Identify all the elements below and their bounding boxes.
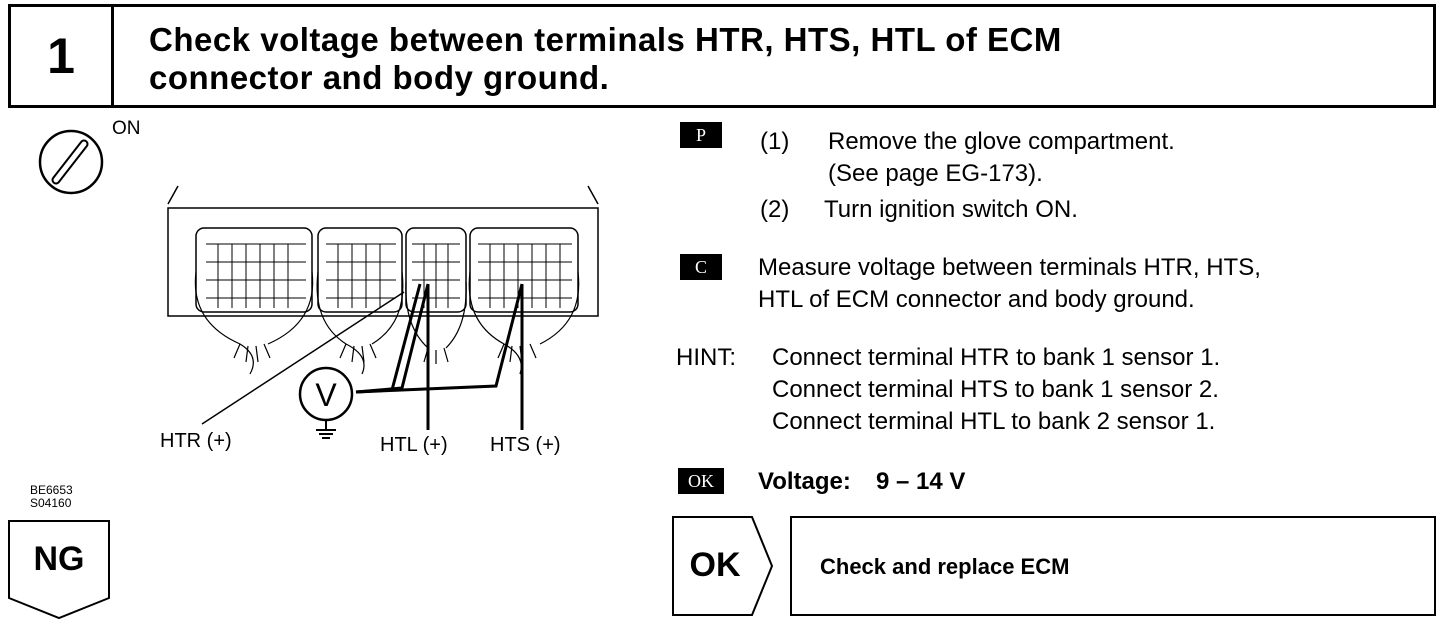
- hint-line-3: Connect terminal HTL to bank 2 sensor 1.: [772, 408, 1216, 435]
- ng-pentagon-shape: [8, 520, 110, 620]
- hint-line-2: Connect terminal HTS to bank 1 sensor 2.: [772, 376, 1219, 403]
- prep-badge: P: [680, 122, 722, 148]
- spec-label: Voltage:: [758, 468, 851, 495]
- step-number: 1: [11, 7, 114, 105]
- connector-block-1: [195, 227, 313, 313]
- terminal-htr-label: HTR (+): [160, 430, 232, 452]
- step-header: 1 Check voltage between terminals HTR, H…: [8, 4, 1436, 108]
- check-line2: HTL of ECM connector and body ground.: [758, 286, 1195, 313]
- figure-code-2: S04160: [30, 496, 72, 510]
- figure-code-1: BE6653: [30, 483, 73, 497]
- ok-label: OK: [689, 546, 741, 584]
- ok-action-text: Check and replace ECM: [820, 554, 1070, 579]
- voltmeter-icon: V: [298, 366, 354, 422]
- wire-harnesses: [194, 271, 580, 375]
- ng-result-marker: NG: [8, 520, 110, 620]
- connector-block-2: [317, 227, 403, 313]
- prep-step2-text: Turn ignition switch ON.: [824, 196, 1078, 223]
- step-title-line-1: Check voltage between terminals HTR, HTS…: [149, 21, 1062, 58]
- prep-step1-line2: (See page EG-173).: [828, 160, 1043, 187]
- ecm-connector-diagram: V ON HTR (+) HTL (+) HTS (+) BE6653 S041…: [0, 112, 660, 510]
- spec-value: 9 – 14 V: [876, 468, 966, 495]
- probe-leads: [355, 283, 524, 430]
- hint-label: HINT:: [676, 344, 736, 371]
- prep-step1-number: (1): [760, 128, 790, 155]
- terminal-htl-label: HTL (+): [380, 434, 448, 456]
- ignition-switch-icon: [38, 129, 104, 195]
- ok-result-marker: OK: [672, 516, 774, 616]
- ok-action-box: Check and replace ECM: [790, 516, 1436, 616]
- ground-icon: [316, 420, 336, 439]
- terminal-hts-label: HTS (+): [490, 434, 561, 456]
- ng-label: NG: [33, 540, 85, 578]
- prep-step2-number: (2): [760, 196, 790, 223]
- step-title-line-2: connector and body ground.: [149, 59, 610, 96]
- htr-pointer: [201, 291, 405, 425]
- prep-step1-line1: Remove the glove compartment.: [828, 128, 1175, 155]
- spec-badge: OK: [678, 468, 724, 494]
- ok-arrow-shape: [672, 516, 774, 616]
- connector-block-3: [405, 227, 467, 313]
- check-line1: Measure voltage between terminals HTR, H…: [758, 254, 1261, 281]
- voltmeter-label: V: [315, 377, 337, 413]
- ecm-housing: [167, 185, 599, 317]
- hint-line-1: Connect terminal HTR to bank 1 sensor 1.: [772, 344, 1221, 371]
- ignition-on-label: ON: [112, 118, 141, 139]
- connector-block-4: [469, 227, 579, 313]
- diagram-drawing: V: [38, 129, 599, 439]
- step-title: Check voltage between terminals HTR, HTS…: [149, 21, 1349, 97]
- check-badge: C: [680, 254, 722, 280]
